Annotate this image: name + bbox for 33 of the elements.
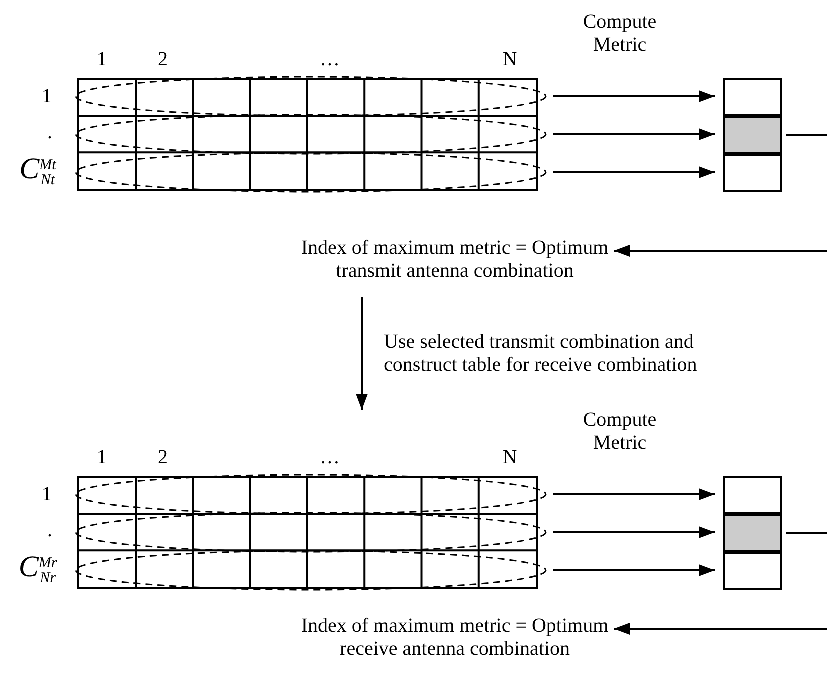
arrow (553, 90, 715, 102)
result-text: Index of maximum metric = Optimum receive antenna combination (300, 615, 610, 661)
column-heading: Compute Metric (582, 11, 658, 57)
arrow (553, 526, 715, 538)
ellipsis: … (320, 446, 340, 470)
column-number: 2 (158, 48, 168, 72)
metric-cell (723, 552, 782, 590)
arrow (614, 623, 827, 635)
metric-cell (723, 116, 782, 154)
row-dot: . (48, 122, 52, 144)
arrow (553, 488, 715, 500)
row-number: 1 (42, 484, 52, 506)
arrow (553, 166, 715, 178)
arrow (356, 297, 368, 410)
column-number: N (502, 446, 518, 470)
connector-line (786, 134, 827, 136)
column-number: N (502, 48, 518, 72)
row-number: 1 (42, 86, 52, 108)
column-heading: Compute Metric (582, 409, 658, 455)
metric-cell (723, 476, 782, 514)
column-number: 2 (158, 446, 168, 470)
result-text: Index of maximum metric = Optimum transmit antenna combination (300, 237, 610, 283)
column-number: 1 (97, 446, 107, 470)
arrow (614, 245, 827, 257)
metric-cell (723, 514, 782, 552)
row-dot: . (48, 520, 52, 542)
arrow (553, 564, 715, 576)
metric-cell (723, 154, 782, 192)
metric-cell (723, 78, 782, 116)
column-number: 1 (97, 48, 107, 72)
ellipsis: … (320, 48, 340, 72)
arrow (553, 128, 715, 140)
connector-line (786, 532, 827, 534)
